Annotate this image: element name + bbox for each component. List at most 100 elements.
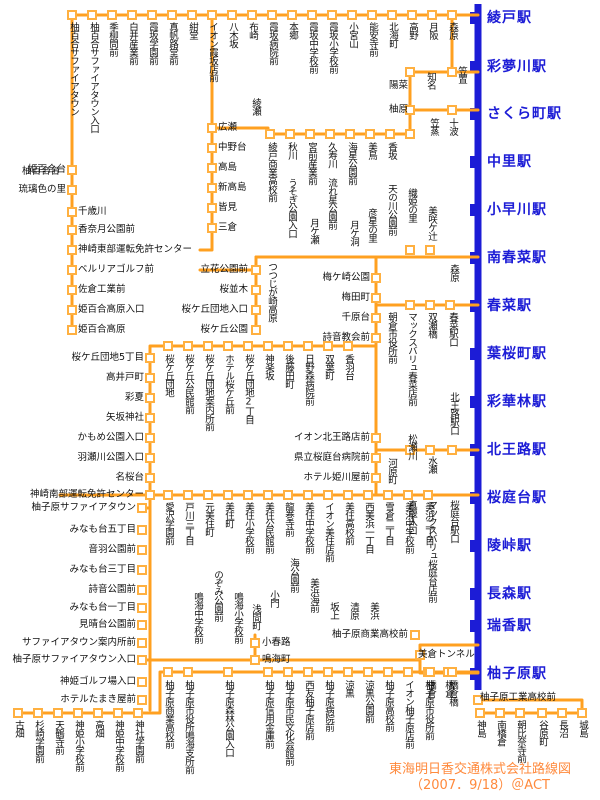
rail-station-4[interactable]: 中里駅 xyxy=(487,154,532,170)
rail-station-9[interactable]: 彩華林駅 xyxy=(487,394,547,410)
stop-mid-4: つつじが崎高原 xyxy=(266,262,277,322)
stop-top-4: 白井産業前 xyxy=(127,22,138,65)
rail-station-8[interactable]: 葉桜町駅 xyxy=(487,346,547,362)
bus-stop-marker xyxy=(145,353,155,363)
rail-station-1[interactable]: 綾戸駅 xyxy=(487,10,532,26)
bus-stop-marker xyxy=(263,667,273,677)
bus-stop-marker xyxy=(145,490,155,500)
bus-stop-marker xyxy=(371,273,381,283)
rail-station-2[interactable]: 彩夢川駅 xyxy=(487,59,547,75)
bus-stop-marker xyxy=(183,341,193,351)
bus-stop-marker xyxy=(323,341,333,351)
bus-stop-marker xyxy=(303,341,313,351)
stop-mid-19: 名桜台 xyxy=(115,472,144,483)
stop-row2-14: 海星公園前 xyxy=(346,142,357,185)
stop-mid-11: 双瀬橋 xyxy=(426,312,437,338)
rail-station-tick xyxy=(470,348,481,360)
stop-row2-5: 皆見 xyxy=(218,202,238,213)
credit-block: 東海明日香交通株式会社路線図 （2007．9/18）＠ACT xyxy=(362,762,598,794)
bus-stop-marker xyxy=(67,305,77,315)
stop-mid-18: 羽瀬川公園入口 xyxy=(77,452,144,463)
stop-bottom-13: 柚子原病院前 xyxy=(323,680,334,731)
rail-station-12[interactable]: 陵峠駅 xyxy=(487,538,532,554)
rail-station-6[interactable]: 南春菜駅 xyxy=(487,250,547,266)
bus-stop-marker xyxy=(203,490,213,500)
stop-south-4: 詩音公園前 xyxy=(88,584,136,595)
bus-stop-marker xyxy=(250,638,260,648)
stop-south-33: 鳴海小学校前 xyxy=(232,592,243,643)
stop-bottom-15: 涼黒公園前 xyxy=(363,680,374,723)
bus-stop-marker xyxy=(287,10,297,20)
rail-station-14[interactable]: 瑞香駅 xyxy=(487,618,532,634)
rail-station-11[interactable]: 桜庭台駅 xyxy=(487,490,547,506)
bus-stop-marker xyxy=(145,413,155,423)
rail-station-15[interactable]: 柚子原駅 xyxy=(487,666,547,682)
stop-left-7: 姫百合高原入口 xyxy=(78,304,145,315)
stop-row2-9: うそぎ公園入口 xyxy=(286,178,297,238)
stop-mid-32: 県立桜庭台病院前 xyxy=(293,452,370,463)
rail-station-7[interactable]: 春菜駅 xyxy=(487,298,532,314)
stop-mid-24: ホテル桜ケ丘前 xyxy=(223,354,234,414)
stop-mid-10: マックスバリュ春菜店前 xyxy=(406,312,417,406)
bus-stop-marker xyxy=(387,10,397,20)
stop-south-17: 龍巻寺前 xyxy=(283,502,294,536)
bus-stop-marker xyxy=(425,667,435,677)
stop-mid-13: 桜ケ丘団地5丁目 xyxy=(71,352,144,363)
rail-station-5[interactable]: 小早川駅 xyxy=(487,202,547,218)
stop-mid-16: 矢坂神社 xyxy=(105,412,144,423)
stop-mid-33: ホテル姫川屋前 xyxy=(303,472,370,483)
stop-mid-22: 桜ケ丘公民館前 xyxy=(183,354,194,414)
stop-south-24: 美浜二丁目 xyxy=(423,502,434,545)
bus-stop-marker xyxy=(207,10,217,20)
bus-stop-marker xyxy=(67,285,77,295)
stop-left-4: 神崎東部運転免許センター xyxy=(78,244,193,255)
stop-bottom-20: 橋倉橋 xyxy=(447,680,458,706)
stop-mid-7: 千原台 xyxy=(341,312,370,323)
stop-south-39: 柚子原工業高校前 xyxy=(480,692,557,703)
rail-station-10[interactable]: 北王路駅 xyxy=(487,442,547,458)
stop-south-1: みなも台五丁目 xyxy=(69,524,136,535)
rail-station-3[interactable]: さくら町駅 xyxy=(487,106,562,122)
bus-stop-marker xyxy=(405,245,415,255)
stop-south-20: 美住高校前 xyxy=(343,502,354,545)
bus-stop-marker xyxy=(371,333,381,343)
bus-stop-marker xyxy=(251,265,261,275)
stop-south-3: みなも台三丁目 xyxy=(69,564,136,575)
bus-stop-marker xyxy=(405,67,415,77)
stop-bottom-23: 朝比奈寺前 xyxy=(515,720,526,763)
stop-bottom-19: 橋倉 xyxy=(443,680,454,697)
bus-stop-marker xyxy=(303,667,313,677)
bus-stop-marker xyxy=(67,165,77,175)
bus-stop-marker xyxy=(557,708,567,718)
rail-station-tick xyxy=(470,396,481,408)
bus-stop-marker xyxy=(405,300,415,310)
stop-south-10: ホテルたまき屋前 xyxy=(60,694,136,705)
bus-stop-marker xyxy=(223,667,233,677)
stop-south-22: 雪倉二丁目 xyxy=(383,502,394,545)
bus-stops xyxy=(13,10,587,718)
stop-mid-3: 桜ケ丘公園 xyxy=(200,324,248,335)
stop-mid-17: かもめ公園入口 xyxy=(77,432,144,443)
stop-south-6: 見晴台公園前 xyxy=(78,619,136,630)
stop-south-30: 小門 xyxy=(268,590,279,607)
stop-south-2: 音羽公園前 xyxy=(88,544,136,555)
stop-top-12: 本郷 xyxy=(287,22,298,39)
stop-south-0: 柚子原サファイアタウン xyxy=(31,502,136,513)
bus-stop-marker xyxy=(207,143,217,153)
bus-stop-marker xyxy=(345,129,355,139)
bus-stop-marker xyxy=(325,129,335,139)
bus-stop-marker xyxy=(410,630,420,640)
bus-stop-marker xyxy=(263,490,273,500)
stop-south-38: 美倉トンネル xyxy=(418,649,475,660)
stop-top-16: 能安寺前 xyxy=(367,22,378,56)
bus-stop-marker xyxy=(145,453,155,463)
bus-stop-marker xyxy=(137,638,147,648)
stop-mid-9: 朝倉市役所前 xyxy=(386,312,397,363)
bus-stop-marker xyxy=(383,490,393,500)
stop-mid-12: 春菜駅口 xyxy=(447,312,458,346)
stop-bottom-9: 柚子原森林公園入口 xyxy=(223,680,234,757)
rail-station-13[interactable]: 長森駅 xyxy=(487,586,532,602)
stop-mid-20: 神崎南部運転免許センター xyxy=(29,489,144,500)
stop-south-37: 柚子原商業高校前 xyxy=(331,629,408,640)
